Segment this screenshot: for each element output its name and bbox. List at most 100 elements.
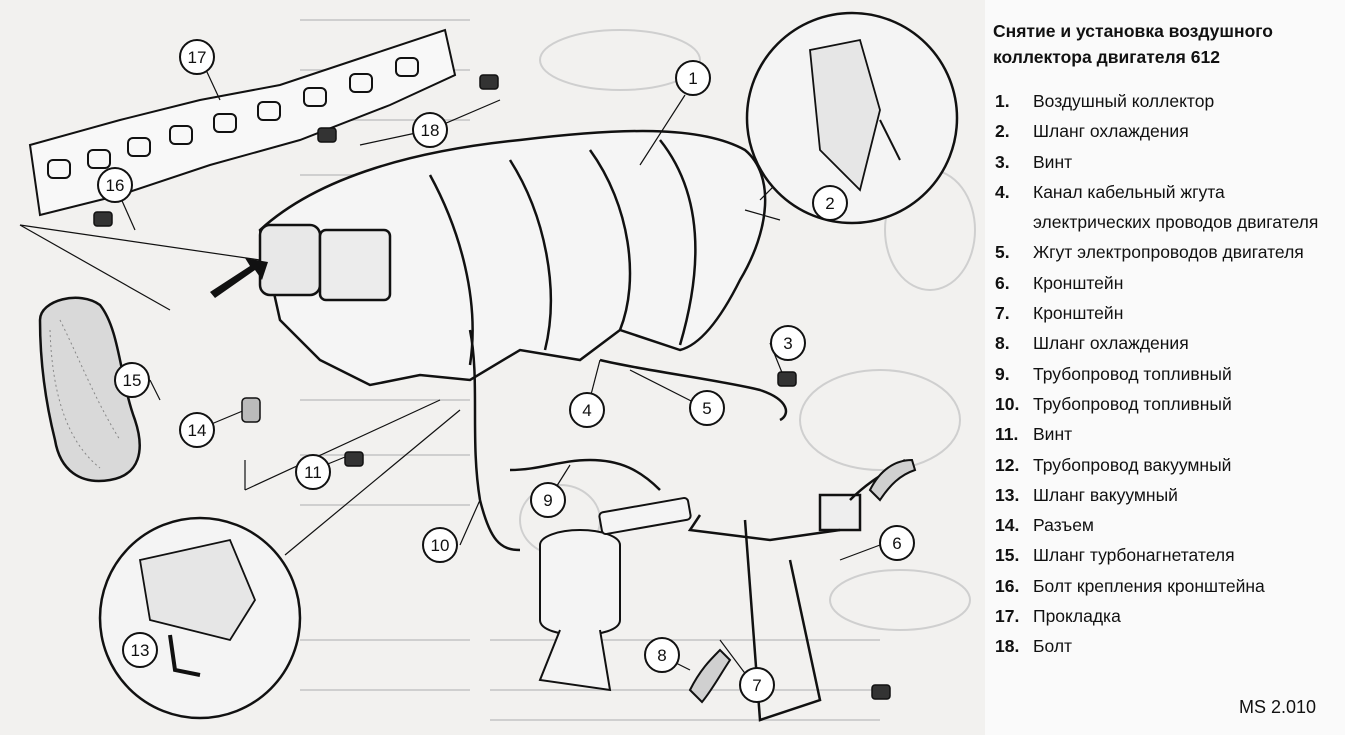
legend-item-number: 11.	[995, 424, 1019, 445]
legend-item-number: 16.	[995, 575, 1020, 596]
legend-item: 9. Трубопровод топливный	[995, 359, 1340, 389]
legend-item-number: 13.	[995, 484, 1020, 505]
svg-text:2: 2	[825, 194, 834, 213]
legend-item: 5. Жгут электропроводов двигателя	[995, 237, 1340, 267]
legend-item-text: Разъем	[1033, 515, 1094, 536]
legend-item-number: 12.	[995, 454, 1020, 475]
svg-text:8: 8	[657, 646, 666, 665]
legend-item-text: Болт крепления кронштейна	[1033, 575, 1265, 596]
callout-13: 13	[122, 632, 158, 668]
svg-text:9: 9	[543, 491, 552, 510]
legend-item: 16. Болт крепления кронштейна	[995, 571, 1340, 601]
legend-item-text: Трубопровод вакуумный	[1033, 454, 1232, 475]
legend-item: 17. Прокладка	[995, 601, 1340, 631]
legend-item-number: 1.	[995, 91, 1010, 111]
legend-item-number: 9.	[995, 363, 1010, 384]
callout-4: 4	[569, 392, 605, 428]
direction-arrow	[210, 258, 268, 298]
legend-item: 15. Шланг турбонагнетателя	[995, 540, 1340, 570]
callout-6: 6	[879, 525, 915, 561]
legend-item-number: 17.	[995, 606, 1020, 627]
bolts	[93, 74, 891, 700]
legend-item: 12. Трубопровод вакуумный	[995, 450, 1340, 480]
leader-lines	[19, 56, 881, 681]
legend-item: 18. Болт	[995, 631, 1340, 661]
detail-circle-2	[745, 11, 959, 225]
svg-text:10: 10	[431, 536, 450, 555]
turbo-hose-15	[38, 296, 141, 483]
legend-item: 4. Канал кабельный жгута электрических пр…	[995, 177, 1340, 238]
legend-item-number: 3.	[995, 151, 1010, 172]
legend-title: Снятие и установка воздушного коллектора…	[993, 21, 1273, 67]
svg-text:17: 17	[188, 48, 207, 67]
legend-item-number: 4.	[995, 181, 1010, 202]
callout-7: 7	[739, 667, 775, 703]
legend-item-text: Жгут электропроводов двигателя	[1033, 242, 1304, 263]
legend-item: 10. Трубопровод топливный	[995, 389, 1340, 419]
legend-item-number: 10.	[995, 393, 1020, 414]
legend-item-text: Кронштейн	[1033, 303, 1124, 324]
callout-15: 15	[114, 362, 150, 398]
callout-16: 16	[97, 167, 133, 203]
svg-text:18: 18	[421, 121, 440, 140]
fuel-filter-housing	[538, 496, 692, 692]
callout-9: 9	[530, 482, 566, 518]
hose-6-end	[868, 458, 917, 502]
legend-item-number: 6.	[995, 272, 1010, 293]
callout-14: 14	[179, 412, 215, 448]
callout-3: 3	[770, 325, 806, 361]
callout-markers: 1 2 3 4 5 6 7 8 9 10 11 13 14 15 16 17 1…	[97, 39, 915, 703]
detail-circle-13	[98, 409, 461, 720]
legend-item-text: Трубопровод топливный	[1033, 393, 1232, 414]
callout-8: 8	[644, 637, 680, 673]
svg-text:3: 3	[783, 334, 792, 353]
svg-text:6: 6	[892, 534, 901, 553]
legend-item-number: 18.	[995, 636, 1020, 657]
legend-item: 1. Воздушный коллектор	[995, 86, 1340, 116]
svg-text:1: 1	[688, 69, 697, 88]
svg-text:14: 14	[188, 421, 207, 440]
hose-8	[688, 648, 732, 704]
legend-item-number: 8.	[995, 333, 1010, 354]
legend-item: 11.Винт	[995, 419, 1340, 449]
svg-text:11: 11	[304, 463, 322, 482]
legend-item-text: Воздушный коллектор	[1033, 91, 1215, 111]
legend-item: 13. Шланг вакуумный	[995, 480, 1340, 510]
callout-10: 10	[422, 527, 458, 563]
legend-item-text: Кронштейн	[1033, 272, 1124, 293]
exploded-view-drawing: 1 2 3 4 5 6 7 8 9 10 11 13 14 15 16 17 1…	[19, 11, 976, 722]
legend-item: 6. Кронштейн	[995, 268, 1340, 298]
callout-11: 11	[295, 454, 331, 490]
svg-text:5: 5	[702, 399, 711, 418]
legend-item: 3.Винт	[995, 147, 1340, 177]
legend-item-text: Шланг охлаждения	[1033, 121, 1189, 142]
svg-text:7: 7	[752, 676, 761, 695]
legend-panel: Снятие и установка воздушного коллектора…	[985, 0, 1345, 735]
legend-item-text: Шланг вакуумный	[1033, 484, 1178, 505]
legend-item-text: Болт	[1033, 636, 1073, 657]
svg-text:13: 13	[131, 641, 150, 660]
legend-item-number: 5.	[995, 242, 1010, 263]
legend-item-number: 15.	[995, 545, 1020, 566]
gasket-17	[28, 28, 457, 217]
legend-item: 2.Шланг охлаждения	[995, 116, 1340, 146]
legend-item-text: Шланг турбонагнетателя	[1033, 545, 1235, 566]
figure-code: MS 2.010	[1239, 697, 1317, 717]
pipes-and-brackets	[468, 329, 906, 722]
legend-item-text: Шланг охлаждения	[1033, 333, 1189, 354]
legend-item-text: Прокладка	[1033, 606, 1121, 627]
svg-text:16: 16	[106, 176, 125, 195]
legend-item-text: Трубопровод топливный	[1033, 363, 1232, 384]
svg-text:4: 4	[582, 401, 591, 420]
svg-text:15: 15	[123, 371, 142, 390]
callout-18: 18	[412, 112, 448, 148]
callout-1: 1	[675, 60, 711, 96]
callout-2: 2	[812, 185, 848, 221]
air-manifold-1	[258, 129, 767, 387]
legend-item-number: 7.	[995, 303, 1010, 324]
callout-17: 17	[179, 39, 215, 75]
legend-item-text: Канал кабельный жгута электрических пров…	[1033, 181, 1319, 233]
legend-item: 14.Разъем	[995, 510, 1340, 540]
